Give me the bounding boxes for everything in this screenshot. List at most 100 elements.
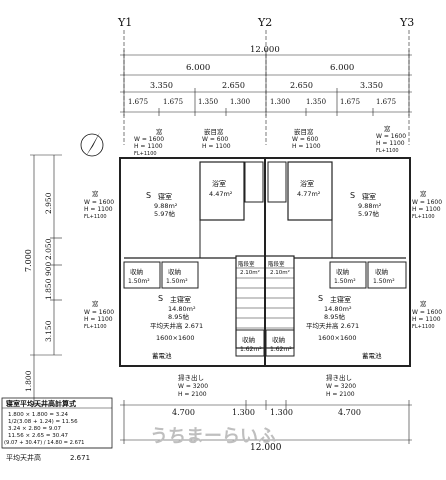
window-right-upper-w: W = 1600 <box>412 199 442 206</box>
room-bed-right-mark: S <box>350 191 355 200</box>
dim-bottom-3: 1.300 <box>270 408 293 417</box>
dim-half-left: 6.000 <box>186 63 210 73</box>
window-top-fix-right-h: H = 1100 <box>292 143 321 150</box>
dim-left-lower: 3.150 <box>44 320 53 342</box>
room-bed-right-area: 9.88m² <box>358 202 382 210</box>
closet-l2-name: 収納 <box>168 267 181 276</box>
calc-line-3: 3.24 × 2.80 = 9.07 <box>8 426 61 432</box>
window-top-left-w: W = 1600 <box>134 136 164 143</box>
calc-result-label: 平均天井高 <box>6 453 41 462</box>
dim-fine-8: 1.675 <box>376 98 396 106</box>
room-main-right-tatami: 8.95帖 <box>324 312 345 321</box>
closet-r2-area: 1.50m² <box>373 278 395 285</box>
opening-left-w: W = 3200 <box>178 383 208 390</box>
opening-left-h: H = 2100 <box>178 391 207 398</box>
closet-r1-area: 1.50m² <box>334 278 356 285</box>
window-top-fix-left-name: 嵌目窓 <box>204 127 224 136</box>
dim-fine-5: 1.300 <box>270 98 290 106</box>
dim-bottom-1: 4.700 <box>172 408 195 417</box>
dim-fine-6: 1.350 <box>306 98 326 106</box>
room-bath-right-area: 4.77m² <box>297 190 321 198</box>
dim-bottom-total: 12.000 <box>250 443 282 453</box>
calc-line-4: 11.56 × 2.65 = 30.47 <box>8 433 68 439</box>
window-left-lower-h: H = 1100 <box>84 316 113 323</box>
window-left-upper-name: 窓 <box>92 189 99 198</box>
window-right-upper-h: H = 1100 <box>412 206 441 213</box>
closet-c2-name: 収納 <box>272 335 285 344</box>
window-top-right-w: W = 1600 <box>376 133 406 140</box>
closet-c1-name: 収納 <box>242 335 255 344</box>
window-left-lower-name: 窓 <box>92 299 99 308</box>
watermark: うちまーらいふ <box>150 426 276 447</box>
calc-line-5: (9.07 + 30.47) / 14.80 = 2.671 <box>4 440 85 446</box>
room-main-left-mark: S <box>158 294 163 303</box>
room-main-left-ceiling: 平均天井高 2.671 <box>150 321 203 330</box>
room-bed-right-name: 寝室 <box>362 192 376 201</box>
room-main-right-ceiling: 平均天井高 2.671 <box>306 321 359 330</box>
tank-left-label: 蓄電池 <box>152 351 172 360</box>
window-top-fix-right-name: 嵌目窓 <box>294 127 314 136</box>
window-right-lower-fl: FL+1100 <box>412 324 435 330</box>
closet-c1-area: 1.62m² <box>240 346 262 353</box>
window-top-fix-left-w: W = 600 <box>202 136 228 143</box>
opening-right-h: H = 2100 <box>326 391 355 398</box>
axis-label-y3: Y3 <box>399 16 414 29</box>
dim-fine-7: 1.675 <box>340 98 360 106</box>
hall-left-name: 階段室 <box>238 260 255 268</box>
room-main-left-area: 14.80m² <box>168 305 196 313</box>
window-right-upper-name: 窓 <box>420 189 427 198</box>
dim-bottom-2: 1.300 <box>232 408 255 417</box>
calc-result-value: 2.671 <box>70 454 90 462</box>
window-left-upper-fl: FL+1100 <box>84 214 107 220</box>
dim-fine-2: 1.675 <box>163 98 183 106</box>
opening-right-name: 掃き出し <box>326 373 352 382</box>
tank-right-label: 蓄電池 <box>362 351 382 360</box>
room-main-left-bed: 1600×1600 <box>156 334 195 342</box>
closet-l1-area: 1.50m² <box>128 278 150 285</box>
window-top-left-h: H = 1100 <box>134 143 163 150</box>
window-top-right-name: 窓 <box>384 124 391 133</box>
room-bath-right-name: 浴室 <box>300 179 314 188</box>
dim-mid-4: 3.350 <box>360 81 383 90</box>
room-main-right-bed: 1600×1600 <box>318 334 357 342</box>
calc-line-1: 1.800 × 1.800 = 3.24 <box>8 412 68 418</box>
dim-mid-3: 2.650 <box>290 81 313 90</box>
window-left-lower-fl: FL+1100 <box>84 324 107 330</box>
closet-l1-name: 収納 <box>130 267 143 276</box>
room-bed-left-name: 寝室 <box>158 192 172 201</box>
window-top-right-fl: FL+1100 <box>376 148 399 154</box>
dim-half-right: 6.000 <box>330 63 354 73</box>
window-top-left-name: 窓 <box>156 127 163 136</box>
window-right-lower-name: 窓 <box>420 299 427 308</box>
hall-right-name: 階段室 <box>268 260 285 268</box>
dim-left-mid-1: 900 <box>44 261 53 276</box>
opening-right-w: W = 3200 <box>326 383 356 390</box>
closet-r1-name: 収納 <box>336 267 349 276</box>
dim-mid-1: 3.350 <box>150 81 173 90</box>
window-top-right-h: H = 1100 <box>376 140 405 147</box>
dim-fine-4: 1.300 <box>230 98 250 106</box>
window-left-upper-w: W = 1600 <box>84 199 114 206</box>
dim-mid-2: 2.650 <box>222 81 245 90</box>
room-bath-left-area: 4.47m² <box>209 190 233 198</box>
window-right-lower-w: W = 1600 <box>412 309 442 316</box>
window-left-lower-w: W = 1600 <box>84 309 114 316</box>
room-main-right-area: 14.80m² <box>324 305 352 313</box>
dim-total-top: 12.000 <box>250 45 280 55</box>
dim-bottom-4: 4.700 <box>338 408 361 417</box>
window-right-lower-h: H = 1100 <box>412 316 441 323</box>
room-main-right-name: 主寝室 <box>330 295 351 304</box>
calc-line-2: 1/2(3.08 + 1.24) = 11.56 <box>8 419 78 425</box>
room-bed-left-mark: S <box>146 191 151 200</box>
dim-fine-3: 1.350 <box>198 98 218 106</box>
north-arrow-icon <box>80 132 104 157</box>
dim-left-upper-1: 2.950 <box>44 192 53 214</box>
dim-fine-1: 1.675 <box>128 98 148 106</box>
room-bed-right-tatami: 5.97帖 <box>358 209 379 218</box>
room-bed-left-area: 9.88m² <box>154 202 178 210</box>
room-bath-left-name: 浴室 <box>212 179 226 188</box>
window-top-left-fl: FL+1100 <box>134 151 157 157</box>
opening-left-name: 掃き出し <box>178 373 204 382</box>
window-left-upper-h: H = 1100 <box>84 206 113 213</box>
